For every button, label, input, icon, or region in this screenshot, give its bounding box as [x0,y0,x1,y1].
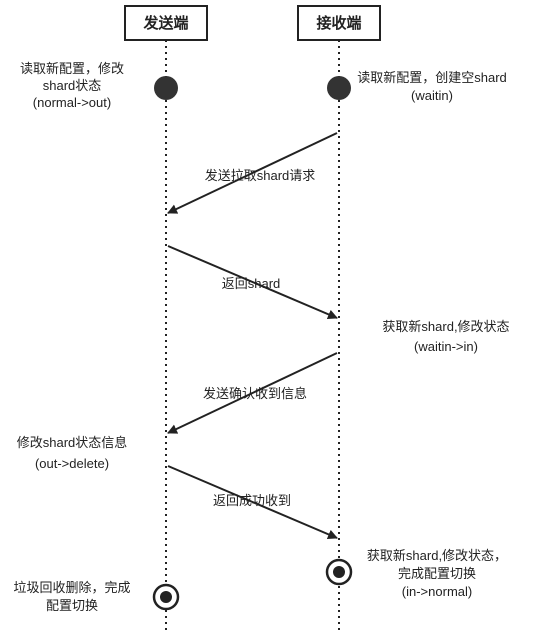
message-label-1: 发送拉取shard请求 [205,168,316,183]
receiver-note-3: 获取新shard,修改状态， 完成配置切换 (in->normal) [367,548,507,599]
receiver-initial-node [327,76,351,100]
sender-note-3: 垃圾回收删除，完成 配置切换 [13,580,130,613]
sender-initial-node [154,76,178,100]
sender-note-1: 读取新配置，修改 shard状态 (normal->out) [20,61,124,110]
sender-lifeline-title: 发送端 [142,14,188,32]
note-line: (waitin) [411,88,453,103]
note-line: (out->delete) [35,456,109,471]
sender-lifeline-header: 发送端 [124,5,208,41]
note-line: (in->normal) [402,584,472,599]
note-line: (waitin->in) [414,339,478,354]
message-label-2: 返回shard [222,276,281,291]
sender-note-2: 修改shard状态信息 (out->delete) [17,435,128,471]
receiver-lifeline-title: 接收端 [316,14,361,32]
note-line: shard状态 [43,78,102,93]
message-arrow-2 [167,245,338,320]
message-label-3: 发送确认收到信息 [203,386,307,401]
note-line: 完成配置切换 [398,566,476,581]
message-label-4: 返回成功收到 [213,493,291,508]
receiver-note-2: 获取新shard,修改状态 (waitin->in) [382,319,509,354]
message-arrow-4 [167,465,338,540]
sender-final-node [152,583,180,611]
note-line: 垃圾回收删除，完成 [13,580,130,595]
note-line: 修改shard状态信息 [17,435,128,450]
note-line: 配置切换 [46,598,98,613]
receiver-final-node [325,558,353,586]
note-line: 读取新配置，创建空shard [357,70,507,85]
note-line: (normal->out) [33,95,111,110]
receiver-lifeline-header: 接收端 [297,5,381,41]
note-line: 读取新配置，修改 [20,61,124,76]
receiver-note-1: 读取新配置，创建空shard (waitin) [357,70,507,103]
message-arrow-3 [167,352,338,434]
note-line: 获取新shard,修改状态 [382,319,509,334]
note-line: 获取新shard,修改状态， [367,548,507,563]
message-arrow-1 [167,132,338,214]
